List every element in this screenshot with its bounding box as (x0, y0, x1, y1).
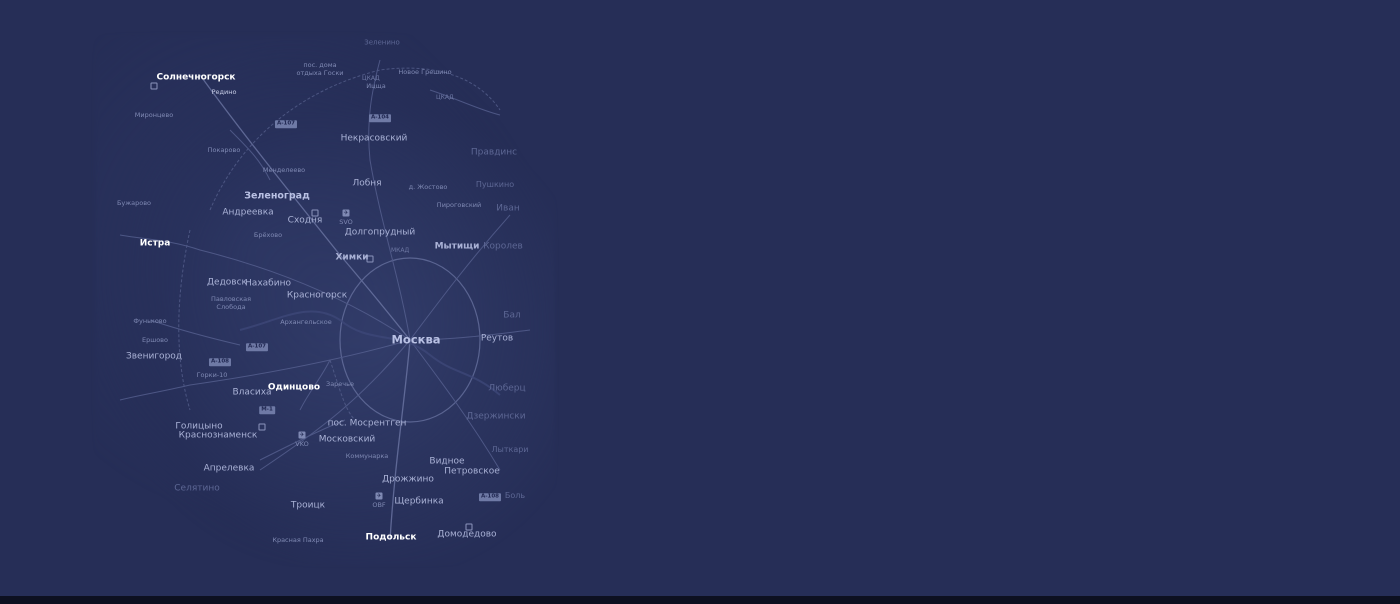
place-label: Некрасовский (340, 133, 408, 144)
place-label: Мытищи (434, 241, 480, 252)
place-label: пос. дома (303, 60, 337, 69)
place-label: Домодедово (437, 529, 497, 540)
highway-southeast (409, 339, 501, 471)
place-label: Павловская (210, 294, 252, 303)
place-label: Селятино (174, 483, 220, 494)
place-label: Дрожжино (382, 474, 434, 485)
place-label-city[interactable]: Подольск (365, 532, 417, 543)
place-label: Андреевка (222, 207, 274, 218)
place-label: Покарово (207, 145, 241, 154)
place-label: Звенигород (125, 351, 183, 362)
place-label-capital[interactable]: Москва (391, 332, 441, 347)
place-label: Зеленоград (244, 190, 310, 202)
place-label: Видное (429, 456, 465, 467)
road-label-mkad: МКАД (391, 247, 410, 254)
place-label: Редино (211, 87, 237, 96)
ckad-ring (209, 67, 501, 211)
place-label: Реутов (480, 333, 514, 344)
place-label: Иван (496, 203, 520, 214)
place-label: Краснознаменск (178, 430, 258, 441)
place-label: Новое Грешино (398, 67, 452, 76)
road-label-ckad-east: ЦКАД (436, 94, 454, 101)
place-label: Королев (483, 241, 523, 252)
place-label: Ершово (142, 335, 168, 344)
place-label: Сходня (287, 215, 323, 226)
highway-southwest (259, 339, 411, 471)
mkad-ring (339, 257, 481, 423)
place-label: Троицк (290, 500, 326, 511)
place-label: Зеленино (364, 38, 400, 47)
place-label-city[interactable]: Истра (139, 238, 171, 249)
place-label: Голицыно (175, 421, 223, 432)
place-label: Заречье (326, 379, 354, 388)
highway-west (119, 339, 411, 401)
place-label: Красногорск (286, 290, 348, 301)
place-label-city[interactable]: Солнечногорск (156, 72, 236, 83)
highway-south (389, 339, 411, 541)
place-label: Фуньково (133, 316, 167, 325)
place-label: Боль (504, 491, 526, 500)
place-label: Долгопрудный (344, 227, 416, 238)
place-label: Бал (503, 310, 521, 321)
highway-north (368, 59, 411, 341)
highway-northeast (409, 214, 511, 341)
highway-northwest (119, 234, 411, 341)
road-shield-a108-east: А-108 (478, 493, 502, 501)
place-label: Бужарово (116, 198, 152, 207)
place-label: Люберц (488, 383, 526, 394)
airport-label-svo: SVO (339, 217, 353, 226)
place-label: Архангельское (280, 317, 332, 326)
place-label: д. Жостово (408, 182, 448, 191)
place-label: Брёхово (253, 230, 283, 239)
place-label: Ицща (366, 81, 386, 90)
place-label: Московский (318, 434, 376, 445)
place-label: отдыха Госки (296, 68, 344, 77)
place-label: Нахабино (245, 278, 291, 289)
place-label: Апрелевка (203, 463, 255, 474)
place-label: Миронцево (134, 110, 174, 119)
airport-vko-icon[interactable]: ✈ (298, 431, 306, 439)
place-label: Петровское (444, 466, 500, 477)
airport-ostafyevo-icon[interactable]: ✈ (375, 492, 383, 500)
rail-station-icon (465, 523, 473, 531)
bottom-bar (0, 596, 1400, 604)
road-shield-a107: А-107 (274, 120, 298, 128)
road-shield-a108: А-108 (208, 358, 232, 366)
airport-svo-icon[interactable]: ✈ (342, 209, 350, 217)
airport-label-ostafyevo: OBF (372, 500, 386, 509)
place-label: Слобода (216, 302, 246, 311)
place-label: пос. Мосрентген (327, 418, 407, 429)
place-label-city[interactable]: Одинцово (267, 382, 321, 393)
place-label: Дзержински (466, 411, 526, 422)
place-label: Коммунарка (345, 451, 389, 460)
rail-station-icon (366, 255, 374, 263)
highway-m10 (199, 74, 411, 341)
rail-station-icon (150, 82, 158, 90)
road-shield-m1: М-1 (259, 406, 275, 414)
place-label: Пушкино (475, 180, 515, 189)
place-label: Красная Пахра (272, 535, 324, 544)
road-label-ckad: ЦКАД (362, 75, 380, 82)
place-label: Лобня (352, 178, 382, 189)
place-label: Правдинс (470, 147, 518, 158)
airport-label-vko: VKO (295, 439, 309, 448)
place-label: Горки-10 (196, 370, 228, 379)
place-label: Химки (335, 252, 369, 263)
rail-station-icon (311, 209, 319, 217)
place-label: Менделеево (262, 165, 306, 174)
place-label: Лыткари (491, 445, 529, 454)
rail-station-icon (258, 423, 266, 431)
place-label: Пироговский (436, 200, 482, 209)
moskva-river (239, 310, 501, 396)
road-shield-a104: А-104 (368, 114, 392, 122)
place-label: Щербинка (394, 496, 444, 507)
road-shield-a107-west: А-107 (245, 343, 269, 351)
place-label: Власиха (232, 387, 272, 398)
highway-east (409, 329, 531, 341)
map-density-layer (95, 35, 555, 565)
place-label: Дедовск (207, 277, 247, 288)
